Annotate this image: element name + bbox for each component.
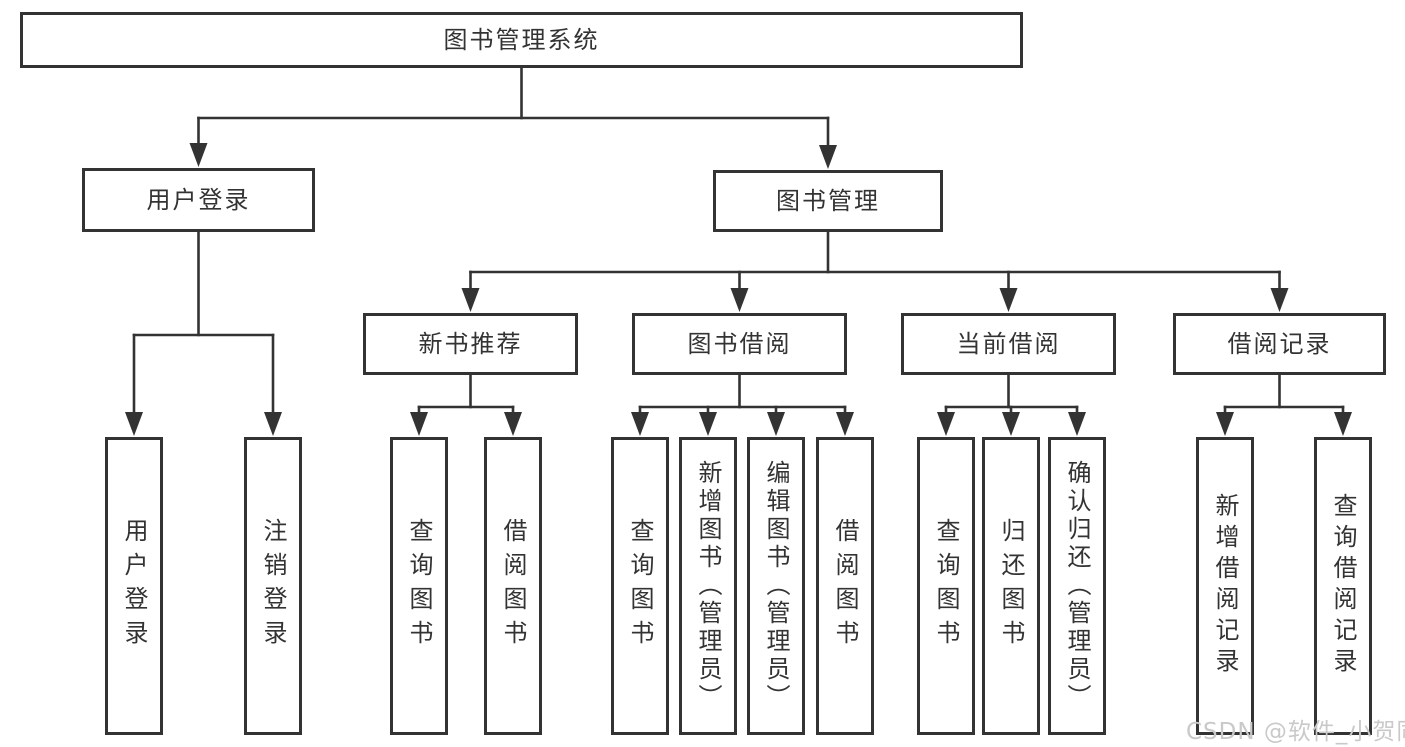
node-label: 用户登录 [120,518,148,654]
node-label: 注销登录 [259,518,287,654]
arrowhead-down-icon [410,412,428,436]
arrowhead-down-icon [767,412,785,436]
node-bb-query: 查询图书 [611,437,669,735]
node-label: 用户登录 [146,185,251,214]
node-label: 查询图书 [626,518,654,654]
node-label: 确认归还（管理员） [1063,460,1091,712]
node-book-borrow: 图书借阅 [632,313,847,375]
node-bb-add: 新增图书（管理员） [679,437,737,735]
node-new-rec: 新书推荐 [363,313,578,375]
node-nr-borrow: 借阅图书 [484,437,542,735]
node-label: 查询借阅记录 [1329,493,1357,679]
node-root: 图书管理系统 [20,12,1023,68]
arrowhead-down-icon [631,412,649,436]
node-cb-return: 归还图书 [982,437,1040,735]
node-borrow-rec: 借阅记录 [1173,313,1386,375]
node-label: 图书借阅 [687,329,792,358]
arrowhead-down-icon [125,412,143,436]
arrowhead-down-icon [1068,412,1086,436]
arrowhead-down-icon [937,412,955,436]
arrowhead-down-icon [836,412,854,436]
node-label: 新增借阅记录 [1211,493,1239,679]
node-br-add: 新增借阅记录 [1196,437,1254,735]
arrowhead-down-icon [730,288,749,312]
node-cb-confirm: 确认归还（管理员） [1048,437,1106,735]
arrowhead-down-icon [699,412,717,436]
node-label: 借阅图书 [499,518,527,654]
arrowhead-down-icon [999,288,1018,312]
arrowhead-down-icon [189,143,208,167]
node-bb-edit: 编辑图书（管理员） [747,437,805,735]
node-label: 编辑图书（管理员） [762,460,790,712]
node-cb-query: 查询图书 [917,437,975,735]
watermark-text: CSDN @软件_小贺同学 [1186,719,1405,745]
node-ul-login: 用户登录 [105,437,163,735]
arrowhead-down-icon [264,412,282,436]
node-ul-logout: 注销登录 [244,437,302,735]
arrowhead-down-icon [504,412,522,436]
node-user-login: 用户登录 [82,168,315,232]
node-label: 查询图书 [405,518,433,654]
node-label: 借阅记录 [1227,329,1332,358]
node-label: 归还图书 [997,518,1025,654]
node-label: 查询图书 [932,518,960,654]
arrowhead-down-icon [461,288,480,312]
arrowhead-down-icon [1270,288,1289,312]
node-label: 图书管理系统 [443,25,600,54]
node-label: 新书推荐 [418,329,523,358]
node-label: 当前借阅 [956,329,1061,358]
node-br-query: 查询借阅记录 [1314,437,1372,735]
node-cur-borrow: 当前借阅 [901,313,1116,375]
arrowhead-down-icon [819,145,837,169]
node-nr-query: 查询图书 [390,437,448,735]
node-label: 借阅图书 [831,518,859,654]
node-book-mgmt: 图书管理 [713,170,943,232]
arrowhead-down-icon [1216,412,1234,436]
node-bb-borrow: 借阅图书 [816,437,874,735]
node-label: 图书管理 [776,186,880,215]
arrowhead-down-icon [1002,412,1020,436]
node-label: 新增图书（管理员） [694,460,722,712]
arrowhead-down-icon [1334,412,1352,436]
